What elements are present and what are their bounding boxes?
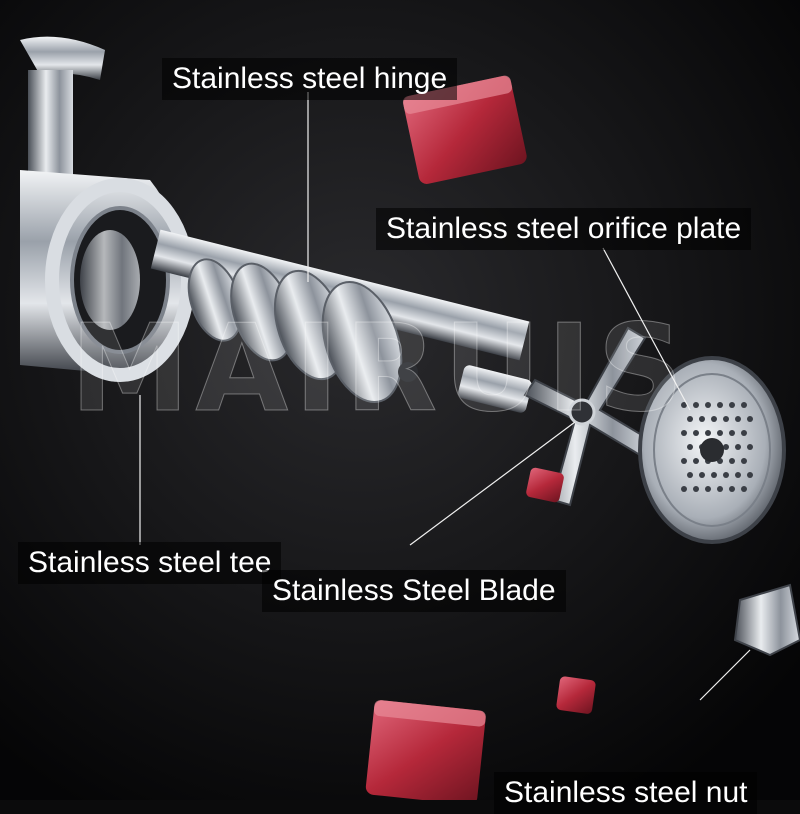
plate-hole <box>729 486 735 492</box>
cross-blade <box>523 326 652 507</box>
plate-hole <box>747 444 753 450</box>
tee-label: Stainless steel tee <box>18 542 282 584</box>
plate-hole <box>717 402 723 408</box>
leader-lines <box>139 92 751 701</box>
plate-hole <box>699 416 705 422</box>
auger-screw <box>150 229 532 413</box>
plate-hole <box>729 402 735 408</box>
plate-hole <box>711 472 717 478</box>
plate-hole <box>693 486 699 492</box>
plate-hole <box>729 458 735 464</box>
plate-hole <box>687 472 693 478</box>
plate-hole <box>711 416 717 422</box>
blade-label: Stainless Steel Blade <box>262 570 566 612</box>
plate-hole <box>747 472 753 478</box>
retaining-nut <box>733 583 800 657</box>
plate-hole <box>681 430 687 436</box>
plate-hole <box>735 472 741 478</box>
plate-hole <box>693 458 699 464</box>
plate-hole <box>723 472 729 478</box>
plate-hole <box>705 486 711 492</box>
plate-hole <box>681 458 687 464</box>
plate-hole <box>681 402 687 408</box>
orifice-plate <box>638 356 786 544</box>
plate-hole <box>747 416 753 422</box>
plate-hole <box>717 486 723 492</box>
meat-cubes <box>365 75 596 800</box>
nut-label: Stainless steel nut <box>494 772 758 814</box>
plate-hole <box>693 430 699 436</box>
plate-hole <box>723 444 729 450</box>
plate-hole <box>741 402 747 408</box>
plate-hole <box>741 486 747 492</box>
hinge-label: Stainless steel hinge <box>162 58 458 100</box>
orifice-plate-label: Stainless steel orifice plate <box>376 208 752 250</box>
tee-housing <box>20 36 195 382</box>
plate-hole <box>735 416 741 422</box>
plate-hole <box>717 430 723 436</box>
plate-hole <box>687 416 693 422</box>
plate-hole <box>681 486 687 492</box>
plate-hole <box>735 444 741 450</box>
plate-hole <box>723 416 729 422</box>
plate-hole <box>705 402 711 408</box>
plate-hole <box>705 430 711 436</box>
plate-hole <box>699 472 705 478</box>
plate-hole <box>693 402 699 408</box>
plate-hole <box>741 430 747 436</box>
brand-watermark: MAIRUIS <box>70 300 690 440</box>
plate-hole <box>729 430 735 436</box>
plate-hole <box>741 458 747 464</box>
plate-hole <box>687 444 693 450</box>
